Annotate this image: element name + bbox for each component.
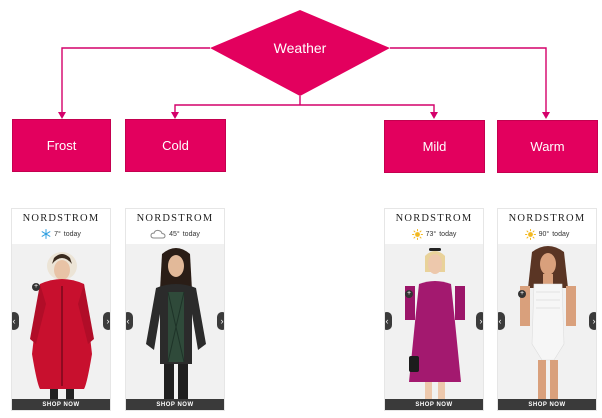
connector-warm (390, 47, 547, 115)
product-photo-purple-dress: + (385, 244, 483, 402)
brand-logo: NORDSTROM (22, 213, 100, 224)
brand-logo: NORDSTROM (508, 213, 586, 224)
node-frost-label: Frost (46, 138, 77, 153)
cloud-icon (150, 229, 166, 239)
temperature: 45° (169, 230, 180, 238)
plus-icon[interactable]: + (405, 290, 413, 298)
temperature-when: today (552, 231, 570, 238)
node-mild-label: Mild (422, 139, 447, 154)
ad-card-mild[interactable]: NORDSTROM 73° today (384, 208, 484, 411)
model-figure (405, 248, 465, 402)
connector-mild (300, 104, 435, 115)
sun-icon (524, 229, 536, 240)
plus-icon[interactable]: + (32, 283, 40, 291)
brand-logo: NORDSTROM (395, 213, 473, 224)
shop-now-button[interactable]: SHOP NOW (498, 399, 596, 410)
ad-card-cold[interactable]: NORDSTROM 45° today ‹ › SHOP NOW (125, 208, 225, 411)
chevron-left-icon[interactable]: ‹ (498, 312, 505, 330)
arrowhead-cold (171, 112, 179, 119)
temperature: 73° (425, 231, 437, 238)
model-figure (30, 252, 94, 399)
connector-cold (174, 104, 300, 115)
shop-now-button[interactable]: SHOP NOW (126, 399, 224, 410)
chevron-left-icon[interactable]: ‹ (12, 312, 19, 330)
temperature: 90° (538, 231, 550, 238)
product-photo-leather-jacket (126, 244, 224, 402)
chevron-right-icon[interactable]: › (589, 312, 596, 330)
chevron-right-icon[interactable]: › (476, 312, 483, 330)
weather-readout: 45° today (126, 229, 224, 239)
arrowhead-warm (542, 112, 550, 119)
shop-now-button[interactable]: SHOP NOW (12, 399, 110, 410)
node-mild: Mild (384, 120, 485, 173)
node-warm: Warm (497, 120, 598, 173)
chevron-left-icon[interactable]: ‹ (126, 312, 133, 330)
chevron-left-icon[interactable]: ‹ (385, 312, 392, 330)
weather-readout: 7° today (12, 229, 110, 239)
product-photo-red-parka: + (12, 244, 110, 402)
node-cold: Cold (125, 119, 226, 172)
temperature-when: today (182, 230, 200, 238)
weather-node-label: Weather (273, 40, 327, 56)
model-figure (146, 248, 206, 402)
brand-logo: NORDSTROM (136, 213, 214, 224)
chevron-right-icon[interactable]: › (103, 312, 110, 330)
product-photo-white-swimsuit: + (498, 244, 596, 402)
ad-card-warm[interactable]: NORDSTROM 90° today (497, 208, 597, 411)
node-cold-label: Cold (162, 138, 189, 153)
node-warm-label: Warm (530, 139, 565, 154)
model-figure (520, 246, 576, 402)
chevron-right-icon[interactable]: › (217, 312, 224, 330)
plus-icon[interactable]: + (518, 290, 526, 298)
connector-frost (61, 47, 210, 115)
temperature-when: today (63, 230, 81, 238)
snowflake-icon (41, 229, 51, 239)
weather-decision-node (210, 10, 390, 96)
temperature-when: today (439, 231, 457, 238)
temperature: 7° (54, 230, 61, 238)
arrowhead-mild (430, 112, 438, 119)
weather-readout: 73° today (385, 229, 483, 240)
arrowhead-frost (58, 112, 66, 119)
node-frost: Frost (12, 119, 111, 172)
sun-icon (411, 229, 423, 240)
shop-now-button[interactable]: SHOP NOW (385, 399, 483, 410)
ad-card-frost[interactable]: NORDSTROM 7° today (11, 208, 111, 411)
weather-readout: 90° today (498, 229, 596, 240)
